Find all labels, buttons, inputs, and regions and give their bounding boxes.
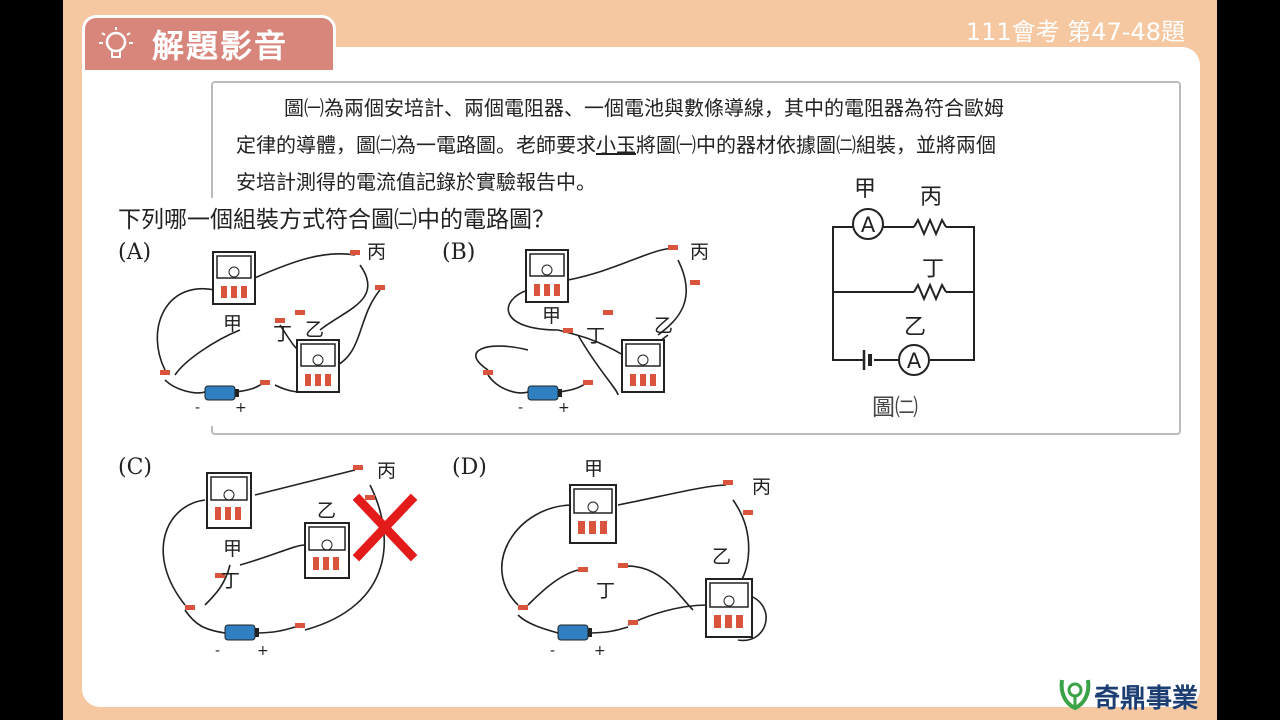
ammeter-yi-symbol: A — [907, 349, 922, 373]
clip-icons — [483, 245, 700, 385]
ammeter-icon — [621, 339, 665, 393]
clip-icons — [518, 480, 753, 625]
figure-caption: 圖㈡ — [872, 395, 918, 421]
diagram-label: + — [235, 400, 247, 416]
ammeter-icon — [525, 249, 569, 303]
circuit-label-ding: 丁 — [922, 257, 944, 282]
diagram-label: + — [558, 400, 570, 416]
header-ribbon: 解題影音 — [82, 15, 336, 73]
diagram-label: 乙 — [317, 500, 336, 522]
question-line-2b: 將圖㈠中的器材依據圖㈡組裝，並將兩個 — [636, 133, 996, 157]
ammeter-icon — [212, 251, 256, 305]
diagram-label: 丙 — [690, 241, 709, 263]
wrong-mark-icon — [352, 493, 418, 562]
circuit-diagram: A A 甲 丙 丁 乙 — [832, 177, 975, 376]
option-d-label[interactable]: (D) — [452, 455, 487, 480]
question-name: 小玉 — [596, 133, 636, 157]
option-a-label[interactable]: (A) — [118, 240, 152, 265]
exam-label: 111會考 第47-48題 — [965, 18, 1185, 46]
diagram-label: 丙 — [377, 460, 396, 482]
diagram-label: - — [518, 400, 523, 416]
diagram-label: 丁 — [273, 323, 292, 345]
option-d-diagram[interactable]: 甲 丙 丁 乙 - + — [478, 455, 798, 660]
diagram-label: + — [594, 643, 606, 659]
brand-logo-icon — [1059, 679, 1091, 711]
clip-icons — [185, 465, 375, 628]
diagram-label: - — [215, 643, 220, 659]
brand-name: 奇鼎事業 — [1094, 684, 1199, 714]
diagram-label: 丁 — [596, 580, 615, 602]
ammeter-icon — [705, 578, 753, 638]
diagram-label: 甲 — [223, 538, 242, 560]
question-line-1: 圖㈠為兩個安培計、兩個電阻器、一個電池與數條導線，其中的電阻器為符合歐姆 — [284, 96, 1004, 120]
diagram-label: 丁 — [586, 325, 605, 347]
diagram-label: 乙 — [305, 319, 324, 341]
circuit-label-yi: 乙 — [904, 315, 926, 340]
ammeter-icon — [569, 484, 617, 544]
option-b-diagram[interactable]: 甲 丙 丁 乙 - + — [468, 240, 718, 420]
ammeter-icon — [206, 472, 252, 529]
battery-icon — [224, 624, 259, 641]
header-title: 解題影音 — [152, 27, 289, 65]
diagram-label: 甲 — [542, 305, 561, 327]
ammeter-jia-symbol: A — [861, 213, 876, 237]
lightbulb-icon — [99, 27, 133, 58]
diagram-label: 丙 — [752, 476, 771, 498]
question-line-2a: 定律的導體，圖㈡為一電路圖。老師要求 — [236, 133, 596, 157]
diagram-label: + — [257, 643, 269, 659]
question-line-3: 安培計測得的電流值記錄於實驗報告中。 — [236, 170, 596, 194]
option-c-diagram[interactable]: 甲 丙 丁 乙 - + — [145, 455, 425, 660]
clip-icons — [160, 250, 385, 385]
diagram-label: - — [195, 400, 200, 416]
diagram-label: - — [550, 643, 555, 659]
diagram-label: 甲 — [223, 313, 242, 335]
circuit-label-jia: 甲 — [854, 177, 876, 202]
battery-icon — [204, 385, 239, 401]
diagram-label: 丙 — [367, 241, 386, 263]
ammeter-icon — [304, 522, 350, 579]
option-a-diagram[interactable]: 甲 丙 丁 乙 - + — [145, 240, 395, 420]
battery-icon — [557, 624, 592, 641]
diagram-label: 丁 — [221, 570, 240, 592]
diagram-label: 乙 — [654, 315, 673, 337]
diagram-label: 甲 — [584, 458, 603, 480]
question-text: 圖㈠為兩個安培計、兩個電阻器、一個電池與數條導線，其中的電阻器為符合歐姆 定律的… — [236, 90, 1156, 201]
question-prompt: 下列哪一個組裝方式符合圖㈡中的電路圖？ — [118, 207, 555, 233]
battery-icon — [527, 385, 562, 401]
ammeter-icon — [296, 339, 340, 393]
circuit-label-bing: 丙 — [920, 185, 942, 210]
option-b-label[interactable]: (B) — [442, 240, 476, 265]
diagram-label: 乙 — [712, 546, 731, 568]
option-c-label[interactable]: (C) — [118, 455, 152, 480]
